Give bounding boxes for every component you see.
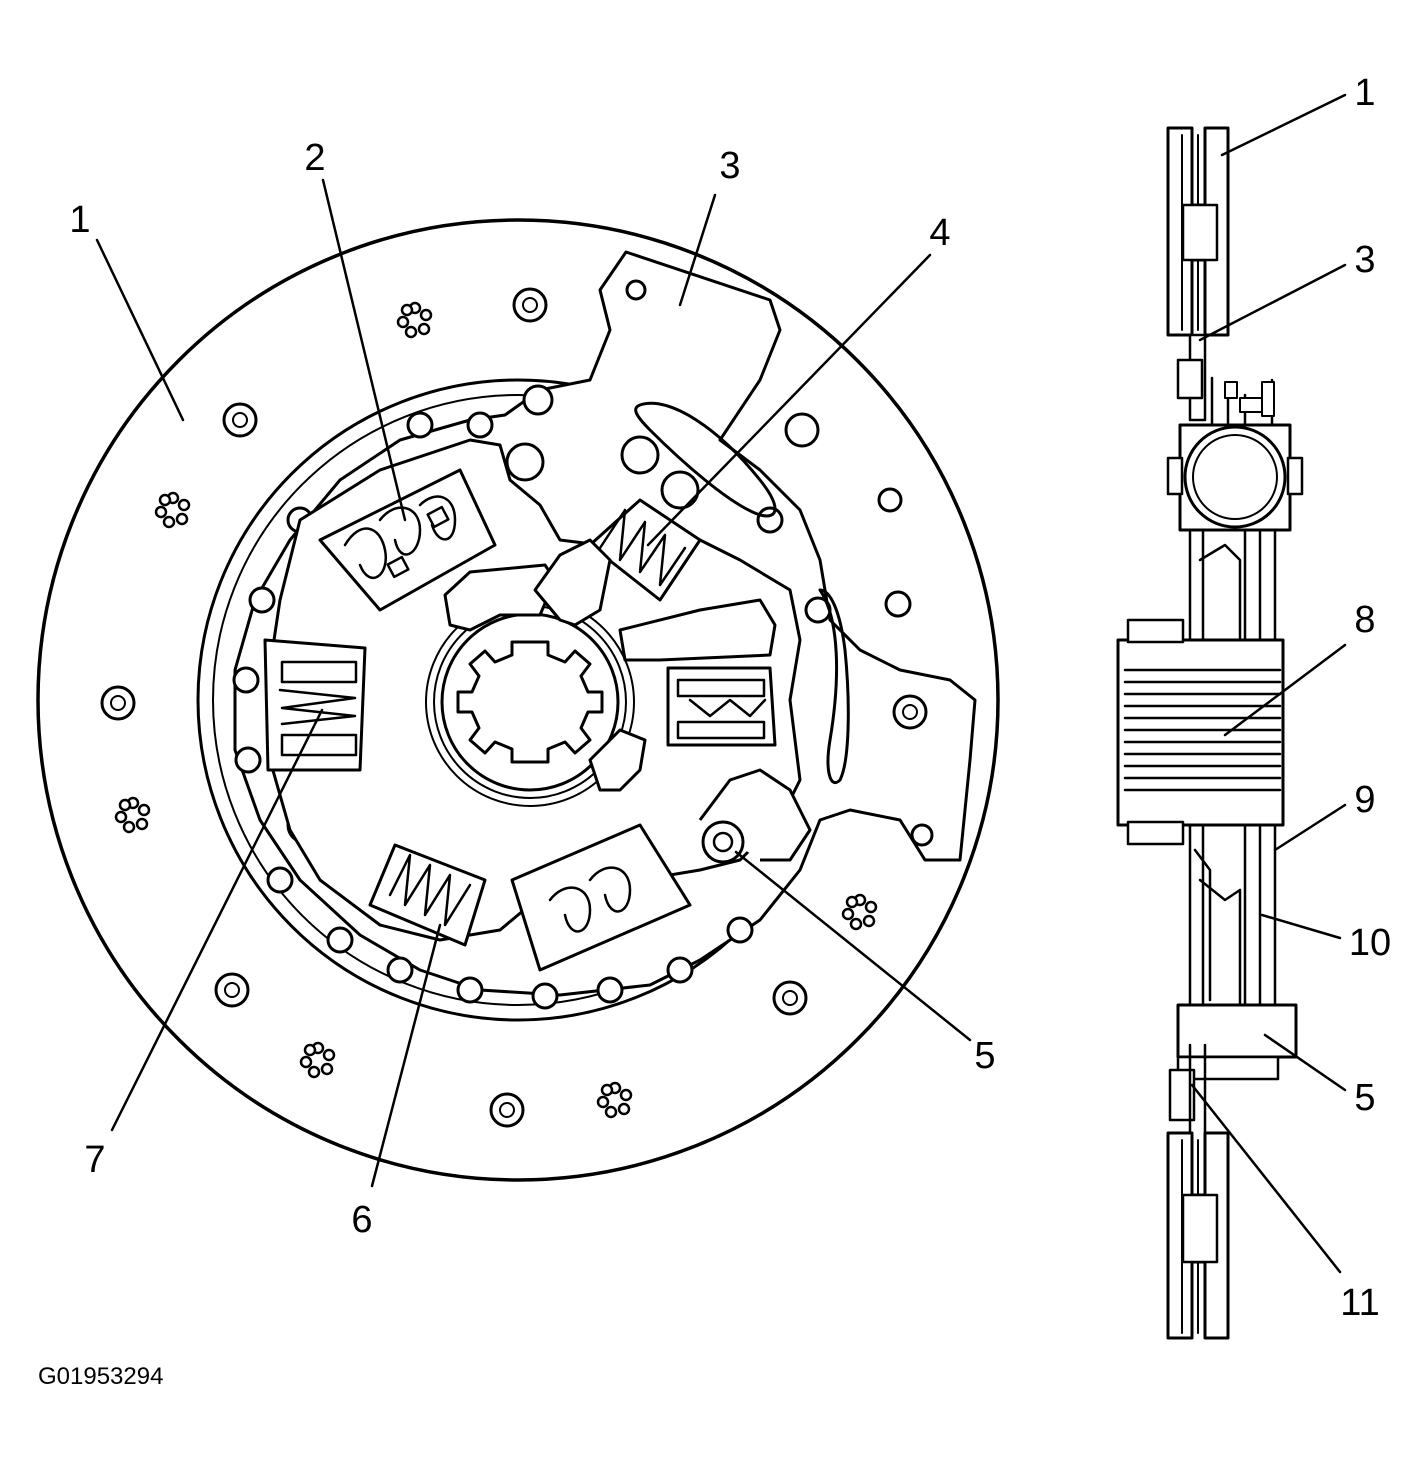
callout-side-1: 1 — [1354, 72, 1375, 114]
clutch-disc-face-view — [36, 218, 1000, 1182]
side-lower-pin — [1176, 1003, 1298, 1059]
callout-face-4: 4 — [929, 212, 950, 254]
damper-spring-6 — [368, 843, 487, 947]
callout-face-7: 7 — [84, 1139, 105, 1181]
callout-labels: 1 2 3 4 5 6 7 1 3 8 9 10 5 11 — [69, 72, 1391, 1324]
damper-spring-4 — [588, 498, 702, 602]
callout-side-10: 10 — [1349, 922, 1391, 964]
hub-wing-arm — [818, 588, 850, 784]
callout-face-3: 3 — [719, 145, 740, 187]
splined-hub — [425, 597, 635, 807]
callout-side-3: 3 — [1354, 239, 1375, 281]
stop-pin — [701, 820, 745, 864]
callout-side-8: 8 — [1354, 599, 1375, 641]
callout-face-5: 5 — [974, 1035, 995, 1077]
side-spline-hub — [1116, 638, 1285, 827]
damper-spring-2 — [318, 468, 497, 612]
callout-side-11: 11 — [1340, 1282, 1379, 1324]
damper-spring-right — [666, 666, 777, 747]
spline-teeth — [456, 640, 604, 764]
side-hub-splines — [1123, 668, 1282, 792]
leader-lines — [95, 93, 1347, 1274]
callout-side-5: 5 — [1354, 1077, 1375, 1119]
callout-face-6: 6 — [351, 1199, 372, 1241]
callout-side-9: 9 — [1354, 779, 1375, 821]
damper-spring-bottom-right — [510, 823, 692, 972]
rivet-ring — [100, 287, 928, 1128]
callout-face-2: 2 — [304, 137, 325, 179]
clutch-disc-side-view — [1116, 126, 1304, 1340]
damper-spring-7 — [263, 638, 367, 772]
rivet-clusters — [114, 301, 878, 1119]
figure-code: G01953294 — [38, 1363, 163, 1390]
callout-face-1: 1 — [69, 199, 90, 241]
